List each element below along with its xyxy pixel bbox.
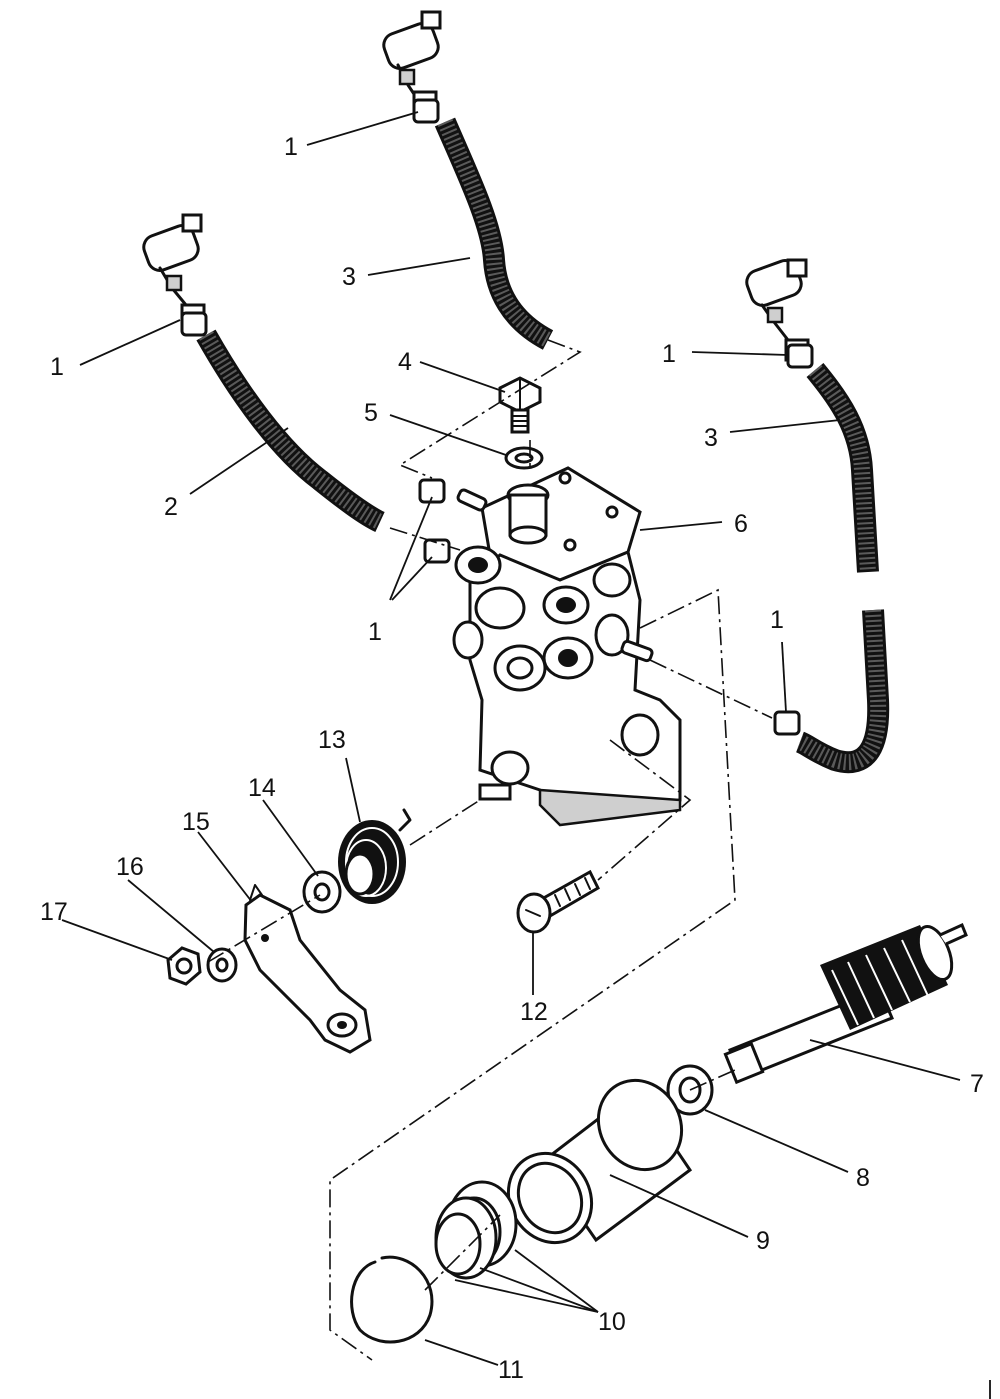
oil-pump-body xyxy=(452,466,682,827)
hose-left xyxy=(196,329,385,532)
callout-12: 12 xyxy=(520,998,548,1026)
callout-1-right: 1 xyxy=(662,340,676,368)
flat-washer xyxy=(302,870,342,914)
callout-labels: 1 1 1 1 1 2 3 3 4 5 6 7 8 9 10 11 12 13 … xyxy=(40,133,984,1384)
callout-16: 16 xyxy=(116,853,144,881)
callout-3-center: 3 xyxy=(342,263,356,291)
callout-11: 11 xyxy=(498,1356,524,1384)
sealing-washer xyxy=(504,446,544,470)
callout-1-center: 1 xyxy=(368,618,382,646)
callout-13: 13 xyxy=(318,726,346,754)
oil-seals xyxy=(434,1180,518,1280)
hose-right-upper xyxy=(806,362,879,573)
callout-9: 9 xyxy=(756,1227,770,1255)
callout-7: 7 xyxy=(970,1070,984,1098)
hex-nut xyxy=(166,946,202,986)
callout-2: 2 xyxy=(164,493,178,521)
pump-control-arm xyxy=(243,884,372,1054)
callout-1-top: 1 xyxy=(284,133,298,161)
bleed-bolt xyxy=(498,376,542,434)
callout-17: 17 xyxy=(40,898,68,926)
alignment-lines xyxy=(207,339,773,1361)
callout-1-lower-right: 1 xyxy=(770,606,784,634)
callout-14: 14 xyxy=(248,774,276,802)
hose-clamps xyxy=(180,98,814,736)
callout-8: 8 xyxy=(856,1164,870,1192)
mounting-screw xyxy=(516,869,600,934)
callout-5: 5 xyxy=(364,399,378,427)
hose-right-lower xyxy=(795,609,890,774)
pump-sleeve xyxy=(506,1078,693,1245)
callout-15: 15 xyxy=(182,808,210,836)
return-spring xyxy=(338,808,412,904)
drive-gear-shaft xyxy=(723,922,968,1085)
callout-6: 6 xyxy=(734,510,748,538)
fitting-top-center xyxy=(382,10,442,114)
callout-3-right: 3 xyxy=(704,424,718,452)
callout-1-left: 1 xyxy=(50,353,64,381)
hose-center-upper xyxy=(434,117,554,350)
leader-lines xyxy=(61,111,961,1366)
circlip xyxy=(350,1255,434,1344)
fitting-top-left xyxy=(142,213,206,327)
callout-4: 4 xyxy=(398,348,412,376)
callout-10: 10 xyxy=(598,1308,626,1336)
